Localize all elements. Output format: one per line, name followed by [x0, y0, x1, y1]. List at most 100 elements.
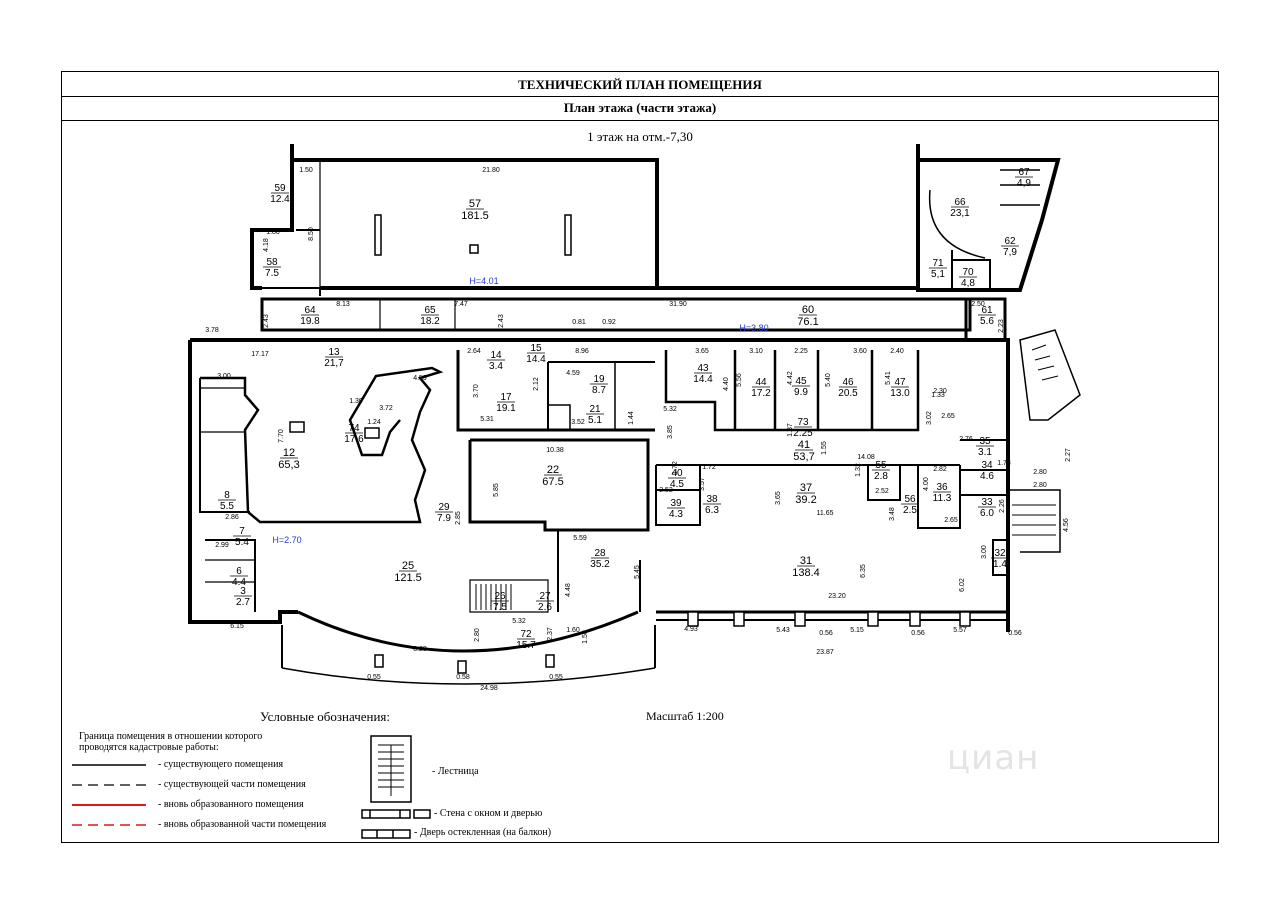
room-number-17: 17	[500, 392, 512, 403]
dimension-label: 4.93	[684, 626, 698, 633]
dimension-label: 31.90	[669, 301, 687, 308]
room-number-34: 34	[981, 460, 993, 471]
room-area-58: 7.5	[265, 268, 279, 279]
dimension-label: 5.57	[953, 627, 967, 634]
room-number-13: 13	[328, 347, 340, 358]
dimension-label: 3.48	[889, 507, 896, 521]
dimension-label: 1.72	[672, 461, 679, 475]
room-number-41: 41	[798, 439, 810, 451]
dimension-label: 2.43	[498, 314, 505, 328]
dimension-label: 7.47	[454, 301, 468, 308]
ceiling-height-label: H=2.70	[272, 535, 301, 545]
ceiling-height-label: H=4.01	[469, 276, 498, 286]
legend-title: Условные обозначения:	[260, 709, 391, 724]
plan-title: ТЕХНИЧЕСКИЙ ПЛАН ПОМЕЩЕНИЯ	[62, 72, 1218, 97]
dimension-label: 0.56	[911, 630, 925, 637]
dimension-label: 3.85	[667, 425, 674, 439]
room-number-57: 57	[469, 198, 481, 210]
dimension-label: 2.52	[875, 488, 889, 495]
dimension-label: 2.80	[1033, 469, 1047, 476]
room-area-66: 23,1	[950, 208, 970, 219]
room-area-38: 6.3	[705, 505, 719, 516]
dimension-label: 4.48	[565, 583, 572, 597]
dimension-label: 5.41	[885, 371, 892, 385]
legend-samples	[72, 735, 431, 839]
room-number-32: 32	[994, 548, 1006, 559]
dimension-label: 3.52	[571, 419, 585, 426]
dimension-label: 5.32	[663, 406, 677, 413]
dimension-label: 2.43	[263, 314, 270, 328]
dimension-label: 2.30	[933, 388, 947, 395]
dimension-label: 1.44	[628, 411, 635, 425]
watermark-logo: циан	[947, 738, 1040, 778]
dimension-label: 24.98	[480, 685, 498, 692]
room-number-65: 65	[424, 305, 436, 316]
plan-walls	[188, 144, 1081, 685]
dimension-label: 3.00	[217, 373, 231, 380]
dimension-label: 2.85	[455, 511, 462, 525]
room-area-64: 19.8	[300, 316, 320, 327]
dimension-label: 2.65	[941, 413, 955, 420]
room-number-29: 29	[438, 502, 450, 513]
room-number-25: 25	[402, 560, 414, 572]
dimension-label: 0.92	[602, 319, 616, 326]
room-number-59: 59	[274, 183, 286, 194]
room-area-28: 35.2	[590, 559, 610, 570]
room-area-25: 121.5	[394, 572, 422, 584]
room-area-8: 5.5	[220, 501, 234, 512]
room-number-55: 55	[875, 460, 887, 471]
room-number-39: 39	[670, 498, 682, 509]
legend-line-new-part: - вновь образованной части помещения	[158, 819, 327, 830]
room-number-66: 66	[954, 197, 966, 208]
room-number-64: 64	[304, 305, 316, 316]
dimension-label: 2.99	[215, 542, 229, 549]
ceiling-height-label: H=3.80	[739, 323, 768, 333]
room-number-45: 45	[795, 376, 807, 387]
room-number-22: 22	[547, 464, 559, 476]
dimension-label: 8.50	[308, 227, 315, 241]
dimension-label: 2.76	[959, 436, 973, 443]
dimension-label: 2.37	[547, 627, 554, 641]
room-number-44: 44	[755, 377, 767, 388]
dimension-label: 3.00	[981, 545, 988, 559]
dimension-label: 11.65	[817, 510, 834, 517]
dimension-label: 4.42	[787, 371, 794, 385]
room-number-38: 38	[706, 494, 718, 505]
dimension-label: 6.02	[959, 578, 966, 592]
legend-line-existing: - существующего помещения	[158, 759, 284, 770]
room-area-59: 12.4	[270, 194, 290, 205]
room-area-37: 39.2	[795, 494, 816, 506]
room-area-7: 5.4	[235, 537, 249, 548]
dimension-label: 2.12	[533, 377, 540, 391]
dimension-label: 5.40	[825, 373, 832, 387]
dimension-label: 4.59	[413, 375, 427, 382]
stair-hatching	[475, 344, 1059, 610]
dimension-label: 1.24	[367, 419, 381, 426]
dimension-label: 1.55	[821, 441, 828, 455]
dimension-label: 5.59	[573, 535, 587, 542]
room-area-12: 65,3	[278, 459, 299, 471]
room-number-36: 36	[936, 482, 948, 493]
dimension-label: 5.85	[493, 483, 500, 497]
dimension-label: 2.27	[1065, 448, 1072, 462]
dimension-label: 8.13	[336, 301, 350, 308]
room-area-62: 7,9	[1003, 247, 1017, 258]
dimension-label: 8.28	[413, 646, 427, 653]
room-number-27: 27	[539, 591, 551, 602]
dimension-label: 2.25	[794, 348, 808, 355]
room-area-55: 2.8	[874, 471, 888, 482]
dimension-label: 4.00	[923, 477, 930, 491]
room-number-46: 46	[842, 377, 854, 388]
plan-subtitle: План этажа (части этажа)	[62, 96, 1218, 121]
dimension-label: 1.50	[582, 630, 589, 644]
dimension-label: 0.81	[572, 319, 586, 326]
room-area-21: 5.1	[588, 415, 602, 426]
dimension-label: 2.80	[1033, 482, 1047, 489]
dimension-label: 3.10	[749, 348, 763, 355]
room-number-6: 6	[236, 566, 242, 577]
room-number-58: 58	[266, 257, 278, 268]
dimension-label: 2.40	[890, 348, 904, 355]
legend-line-new: - вновь образованного помещения	[158, 799, 304, 810]
room-number-7: 7	[239, 526, 245, 537]
